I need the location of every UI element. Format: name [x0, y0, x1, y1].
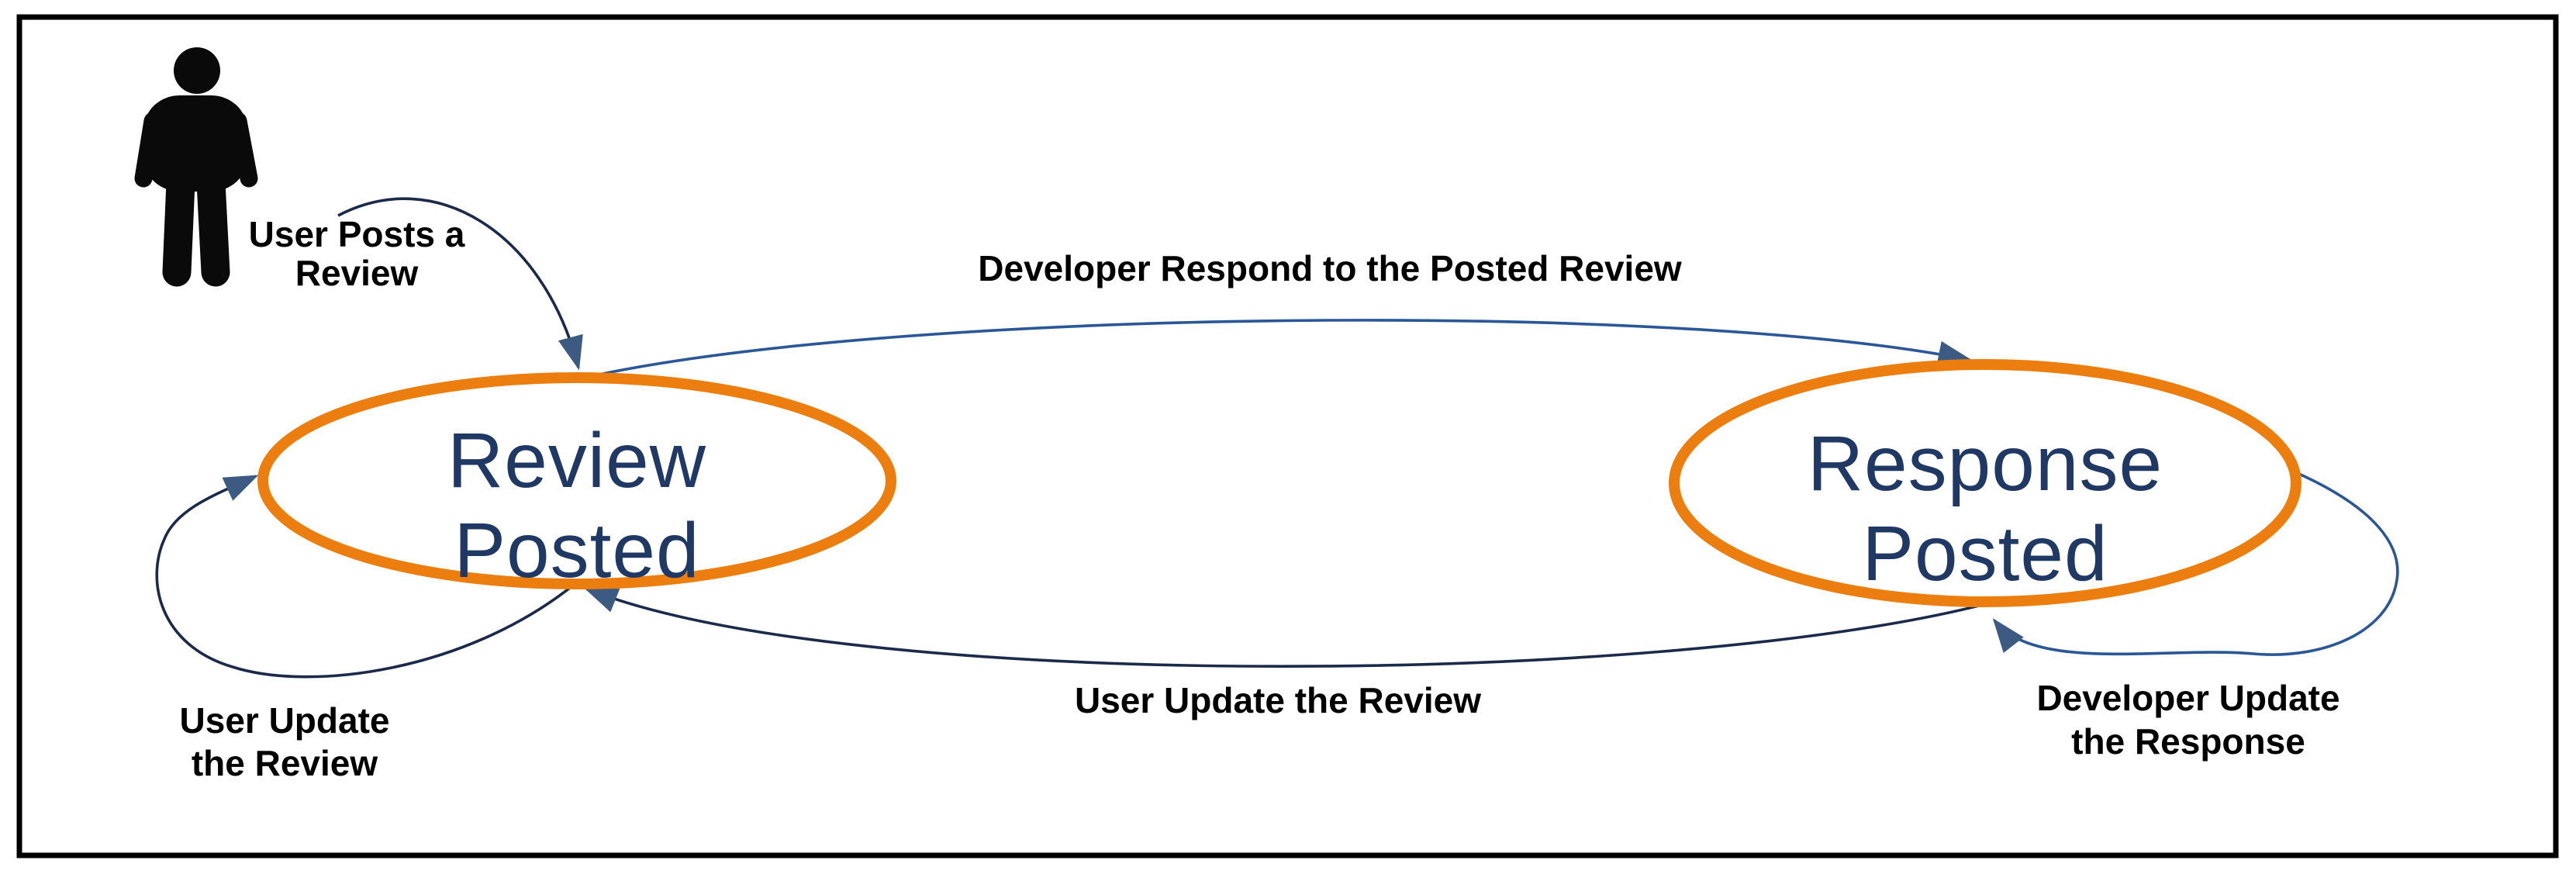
- transition-label-post-review-line2: Review: [295, 253, 419, 293]
- edge-respond: [587, 319, 1973, 378]
- transition-label-respond: Developer Respond to the Posted Review: [978, 248, 1682, 288]
- transition-label-post-review-line1: User Posts a: [249, 214, 465, 254]
- edge-update-review-self-loop: [155, 475, 575, 679]
- edge-update-review: [583, 587, 1983, 668]
- actor-right-arm: [229, 112, 258, 188]
- actor-left-leg: [162, 168, 195, 287]
- diagram-border: [16, 14, 2559, 858]
- edge-post-review: [337, 197, 583, 371]
- actor-right-leg: [196, 168, 230, 287]
- transition-label-update-review-self-line2: the Review: [192, 743, 378, 783]
- transition-label-update-response-self-line2: the Response: [2071, 721, 2305, 762]
- state-response-label-line2: Posted: [1862, 510, 2108, 597]
- actor-left-arm: [134, 112, 162, 188]
- state-response-label-line1: Response: [1808, 420, 2163, 507]
- actor-torso: [144, 95, 247, 192]
- transition-label-update-response-self-line1: Developer Update: [2036, 678, 2339, 718]
- transition-label-update-review: User Update the Review: [1075, 680, 1481, 720]
- state-response-ellipse: [1669, 359, 2301, 607]
- user-actor-icon: [134, 47, 258, 287]
- transition-label-update-review-self-line1: User Update: [180, 700, 390, 741]
- actor-head: [174, 47, 220, 94]
- edge-update-response-self-loop: [1992, 470, 2399, 656]
- state-review-label-line1: Review: [447, 417, 706, 504]
- state-review-label-line2: Posted: [454, 507, 699, 594]
- state-review-ellipse: [257, 372, 896, 589]
